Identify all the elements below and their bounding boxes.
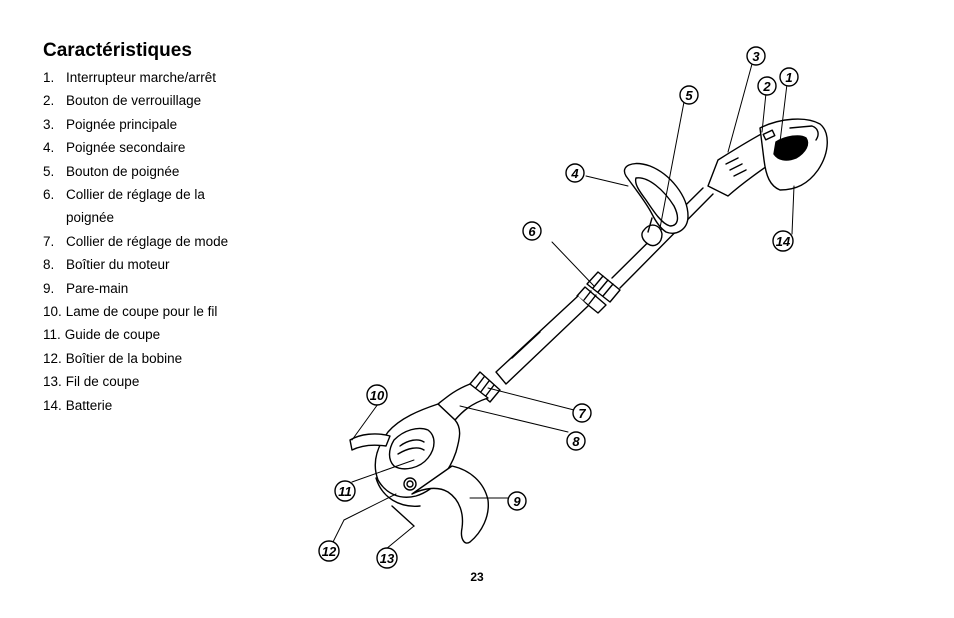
callout-14: 14 bbox=[772, 230, 794, 252]
callout-label: 6 bbox=[528, 224, 536, 239]
feature-label: Boîtier du moteur bbox=[66, 257, 170, 273]
feature-label: Pare-main bbox=[66, 280, 129, 296]
page-title: Caractéristiques bbox=[43, 40, 192, 61]
page-number: 23 bbox=[470, 570, 484, 584]
callout-12: 12 bbox=[318, 540, 340, 562]
feature-item-6-continued: poignée bbox=[66, 210, 115, 226]
feature-item-4: 4. Poignée secondaire bbox=[43, 136, 293, 159]
feature-label: Lame de coupe pour le fil bbox=[65, 304, 218, 320]
battery bbox=[759, 118, 828, 191]
feature-item-10: 10.Lame de coupe pour le fil bbox=[43, 300, 293, 323]
feature-label: Collier de réglage de mode bbox=[66, 233, 229, 249]
feature-label: Poignée secondaire bbox=[66, 140, 186, 156]
callout-label: 2 bbox=[762, 79, 771, 94]
callout-label: 3 bbox=[752, 49, 760, 64]
callout-label: 7 bbox=[578, 406, 586, 421]
callout-7: 7 bbox=[572, 403, 592, 423]
feature-label: Boîtier de la bobine bbox=[65, 350, 183, 366]
feature-number: 3. bbox=[43, 116, 55, 132]
cutting-guide bbox=[349, 433, 391, 451]
callout-label: 14 bbox=[776, 234, 791, 249]
feature-item-2: 2. Bouton de verrouillage bbox=[43, 89, 293, 112]
feature-number: 9. bbox=[43, 280, 55, 296]
callout-9: 9 bbox=[507, 491, 527, 511]
feature-number: 11. bbox=[43, 327, 61, 343]
callout-4: 4 bbox=[565, 163, 585, 183]
feature-item-11: 11.Guide de coupe bbox=[43, 323, 293, 346]
callout-label: 9 bbox=[513, 494, 521, 509]
feature-item-9: 9. Pare-main bbox=[43, 277, 293, 300]
mode-adjust-collar bbox=[469, 371, 501, 403]
handle-adjust-collar bbox=[576, 271, 621, 314]
feature-label: Poignée principale bbox=[66, 116, 178, 132]
feature-item-1: 1. Interrupteur marche/arrêt bbox=[43, 66, 293, 89]
callout-5: 5 bbox=[679, 85, 699, 105]
callout-13: 13 bbox=[376, 547, 398, 569]
feature-item-13: 13.Fil de coupe bbox=[43, 370, 293, 393]
feature-label: Batterie bbox=[65, 397, 113, 413]
feature-label: Bouton de poignée bbox=[66, 163, 180, 179]
feature-number: 5. bbox=[43, 163, 55, 179]
callout-11: 11 bbox=[334, 480, 356, 502]
feature-number: 7. bbox=[43, 233, 55, 249]
callout-label: 10 bbox=[370, 388, 385, 403]
callout-2: 2 bbox=[757, 76, 777, 96]
feature-label: Guide de coupe bbox=[64, 327, 161, 343]
callout-6: 6 bbox=[522, 221, 542, 241]
hand-guard bbox=[375, 465, 489, 544]
callout-8: 8 bbox=[566, 431, 586, 451]
feature-item-14: 14.Batterie bbox=[43, 394, 293, 417]
motor-housing bbox=[374, 383, 489, 498]
feature-number: 8. bbox=[43, 257, 55, 273]
feature-number: 13. bbox=[43, 374, 62, 390]
feature-label: Bouton de verrouillage bbox=[66, 93, 202, 109]
feature-item-5: 5. Bouton de poignée bbox=[43, 160, 293, 183]
lower-shaft bbox=[495, 295, 589, 385]
callout-label: 5 bbox=[685, 88, 693, 103]
feature-number: 12. bbox=[43, 350, 62, 366]
feature-number: 2. bbox=[43, 93, 55, 109]
feature-item-8: 8. Boîtier du moteur bbox=[43, 253, 293, 276]
feature-list: 1. Interrupteur marche/arrêt 2. Bouton de … bbox=[43, 66, 293, 417]
secondary-handle bbox=[623, 162, 689, 247]
feature-item-3: 3. Poignée principale bbox=[43, 113, 293, 136]
feature-number: 10. bbox=[43, 304, 62, 320]
callout-label: 8 bbox=[572, 434, 580, 449]
callout-label: 11 bbox=[338, 484, 352, 499]
feature-item-12: 12.Boîtier de la bobine bbox=[43, 347, 293, 370]
feature-label: Fil de coupe bbox=[65, 374, 140, 390]
leader-lines bbox=[331, 63, 795, 550]
callout-1: 1 bbox=[779, 67, 799, 87]
callout-label: 4 bbox=[570, 166, 579, 181]
feature-item-6: 6. Collier de réglage de la bbox=[43, 183, 293, 206]
feature-number: 1. bbox=[43, 70, 55, 85]
callout-3: 3 bbox=[746, 46, 766, 66]
feature-number: 6. bbox=[43, 187, 55, 203]
callout-label: 13 bbox=[380, 551, 395, 566]
feature-label: Interrupteur marche/arrêt bbox=[66, 70, 217, 85]
callout-label: 1 bbox=[785, 70, 792, 85]
feature-item-7: 7. Collier de réglage de mode bbox=[43, 230, 293, 253]
callout-label: 12 bbox=[322, 544, 337, 559]
feature-label: Collier de réglage de la bbox=[66, 187, 205, 203]
cutting-line bbox=[391, 505, 415, 527]
callout-10: 10 bbox=[366, 384, 388, 406]
feature-number: 4. bbox=[43, 140, 55, 156]
feature-number: 14. bbox=[43, 397, 62, 413]
